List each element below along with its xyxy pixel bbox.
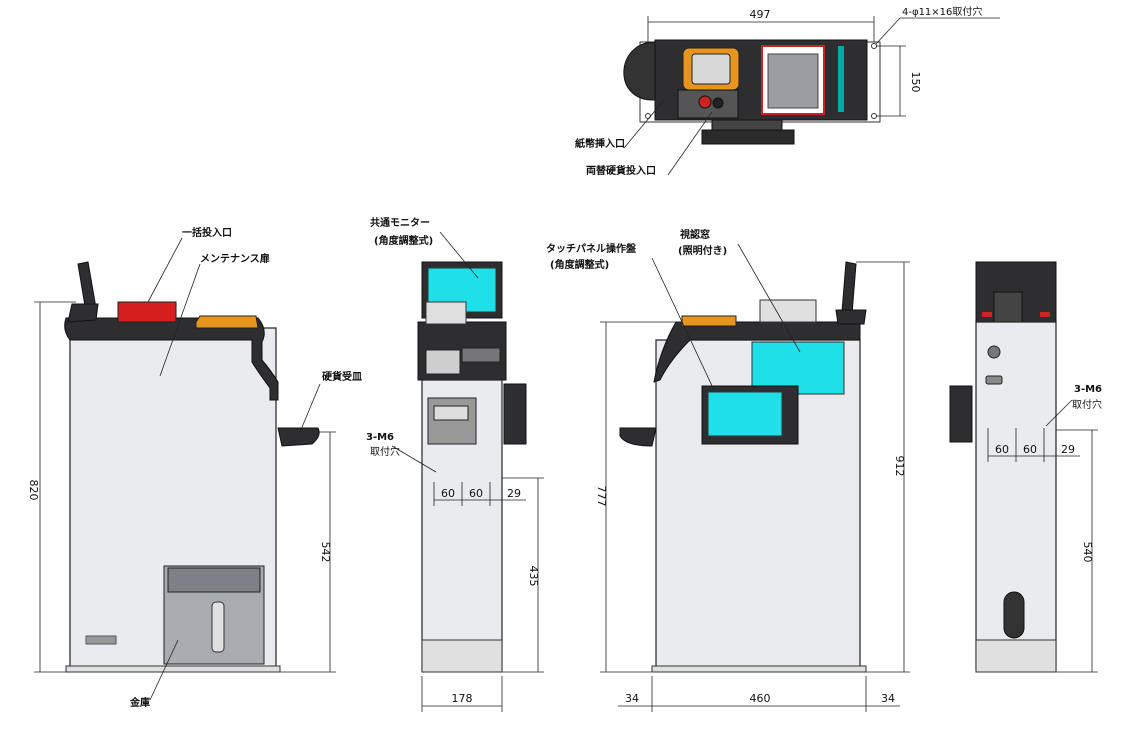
right-bracket	[949, 385, 973, 443]
window-leader	[737, 243, 801, 353]
rear-width-main: 460	[750, 692, 771, 705]
top-width-dim: 497	[750, 8, 771, 21]
top-black-knob	[712, 97, 724, 109]
front-safe-top	[167, 567, 261, 593]
screw-leader	[391, 445, 437, 473]
top-view: 497 150 4-φ11×16取付穴 紙幣挿入口 両替硬貨投入口	[575, 5, 1000, 177]
label-coin-tray: 硬貨受皿	[322, 370, 362, 383]
bill-leader	[623, 99, 665, 149]
rear-hopper	[759, 299, 817, 323]
rear-view-window	[751, 341, 845, 395]
label-monitor-sub: (角度調整式)	[374, 234, 433, 247]
label-touch-panel-sub: (角度調整式)	[550, 258, 609, 271]
front-top-cap	[64, 317, 279, 401]
right-handle	[1003, 591, 1025, 639]
rear-width-right: 34	[881, 692, 895, 705]
front-monitor-base	[67, 303, 99, 323]
side-width-dim: 178	[452, 692, 473, 705]
rear-touch-screen	[707, 391, 783, 437]
side-screw-note: 3-M6	[366, 432, 394, 443]
top-stand	[711, 119, 783, 131]
coin-inlet-leader	[147, 237, 183, 303]
rear-total-dim: 912	[893, 456, 906, 477]
top-stand-base	[701, 129, 795, 145]
right-base	[975, 639, 1057, 673]
front-orange-tray	[195, 315, 259, 329]
top-coin-tray-inner	[691, 53, 731, 85]
rear-top-cap	[653, 321, 861, 383]
side-bracket	[503, 383, 527, 445]
label-touch-panel: タッチパネル操作盤	[546, 242, 637, 255]
right-latch	[985, 375, 1003, 385]
front-name-plate	[85, 635, 117, 645]
label-coin-slot: 両替硬貨投入口	[586, 164, 656, 177]
coin-leader	[667, 111, 713, 176]
top-hood	[623, 41, 656, 101]
rear-width-left: 34	[625, 692, 639, 705]
side-dim-c: 29	[507, 487, 521, 500]
right-led	[982, 312, 992, 317]
rear-view: タッチパネル操作盤 (角度調整式) 視認窓 (照明付き) 777 912 34 …	[546, 228, 910, 712]
top-hole-leader	[875, 17, 901, 45]
side-base	[421, 639, 503, 673]
side-coin-module	[427, 397, 477, 445]
label-safe: 金庫	[129, 696, 150, 709]
front-height-dim: 820	[27, 480, 40, 501]
label-view-window-sub: (照明付き)	[678, 244, 727, 257]
rear-monitor	[841, 261, 857, 315]
front-safe-handle	[211, 601, 225, 653]
right-screw-leader	[1045, 399, 1073, 427]
rear-body-dim: 777	[595, 486, 608, 507]
rear-coin-tray	[619, 427, 657, 447]
right-dim-c: 29	[1061, 443, 1075, 456]
label-maintenance-door: メンテナンス扉	[200, 252, 270, 265]
label-view-window: 視認窓	[679, 228, 710, 241]
right-led	[1040, 312, 1050, 317]
rear-orange-tray	[681, 315, 737, 327]
right-head-inner	[993, 291, 1023, 323]
top-indicator-strip	[838, 46, 844, 112]
front-coin-inlet	[117, 301, 177, 323]
rear-monitor-base	[835, 309, 867, 325]
side-panel	[425, 349, 461, 375]
right-screw-note: 3-M6	[1074, 384, 1102, 395]
side-paper	[425, 301, 467, 325]
front-base	[65, 665, 281, 673]
right-knob	[987, 345, 1001, 359]
right-dim-b: 60	[1023, 443, 1037, 456]
front-view: 一括投入口 メンテナンス扉 硬貨受皿 金庫 820 542	[27, 226, 362, 709]
side-dim-b: 60	[469, 487, 483, 500]
side-dim-a: 60	[441, 487, 455, 500]
label-monitor: 共通モニター	[370, 216, 430, 229]
side-view-right: 3-M6 取付穴 60 60 29 540	[949, 261, 1102, 673]
right-screw-note-sub: 取付穴	[1072, 398, 1102, 411]
label-bill-slot: 紙幣挿入口	[575, 137, 625, 150]
side-slot	[461, 347, 501, 363]
front-tray-dim: 542	[319, 542, 332, 563]
front-coin-tray	[277, 427, 320, 447]
right-height-dim: 540	[1081, 542, 1094, 563]
side-view-left: 共通モニター (角度調整式) 3-M6 取付穴 60 60 29 435 178	[366, 216, 544, 712]
top-hole-note: 4-φ11×16取付穴	[902, 5, 982, 18]
side-screw-note-sub: 取付穴	[370, 445, 400, 458]
rear-base	[651, 665, 867, 673]
top-depth-dim: 150	[909, 72, 922, 93]
door-leader	[159, 263, 201, 377]
top-red-knob	[698, 95, 712, 109]
top-hopper	[767, 53, 819, 109]
side-coin-window	[433, 405, 469, 421]
side-height-dim: 435	[527, 566, 540, 587]
coin-tray-leader	[299, 383, 321, 433]
label-coin-inlet: 一括投入口	[182, 226, 232, 239]
right-dim-a: 60	[995, 443, 1009, 456]
safe-leader	[149, 639, 179, 701]
touch-leader	[651, 257, 715, 391]
top-hole	[645, 43, 651, 49]
monitor-leader	[439, 231, 479, 279]
